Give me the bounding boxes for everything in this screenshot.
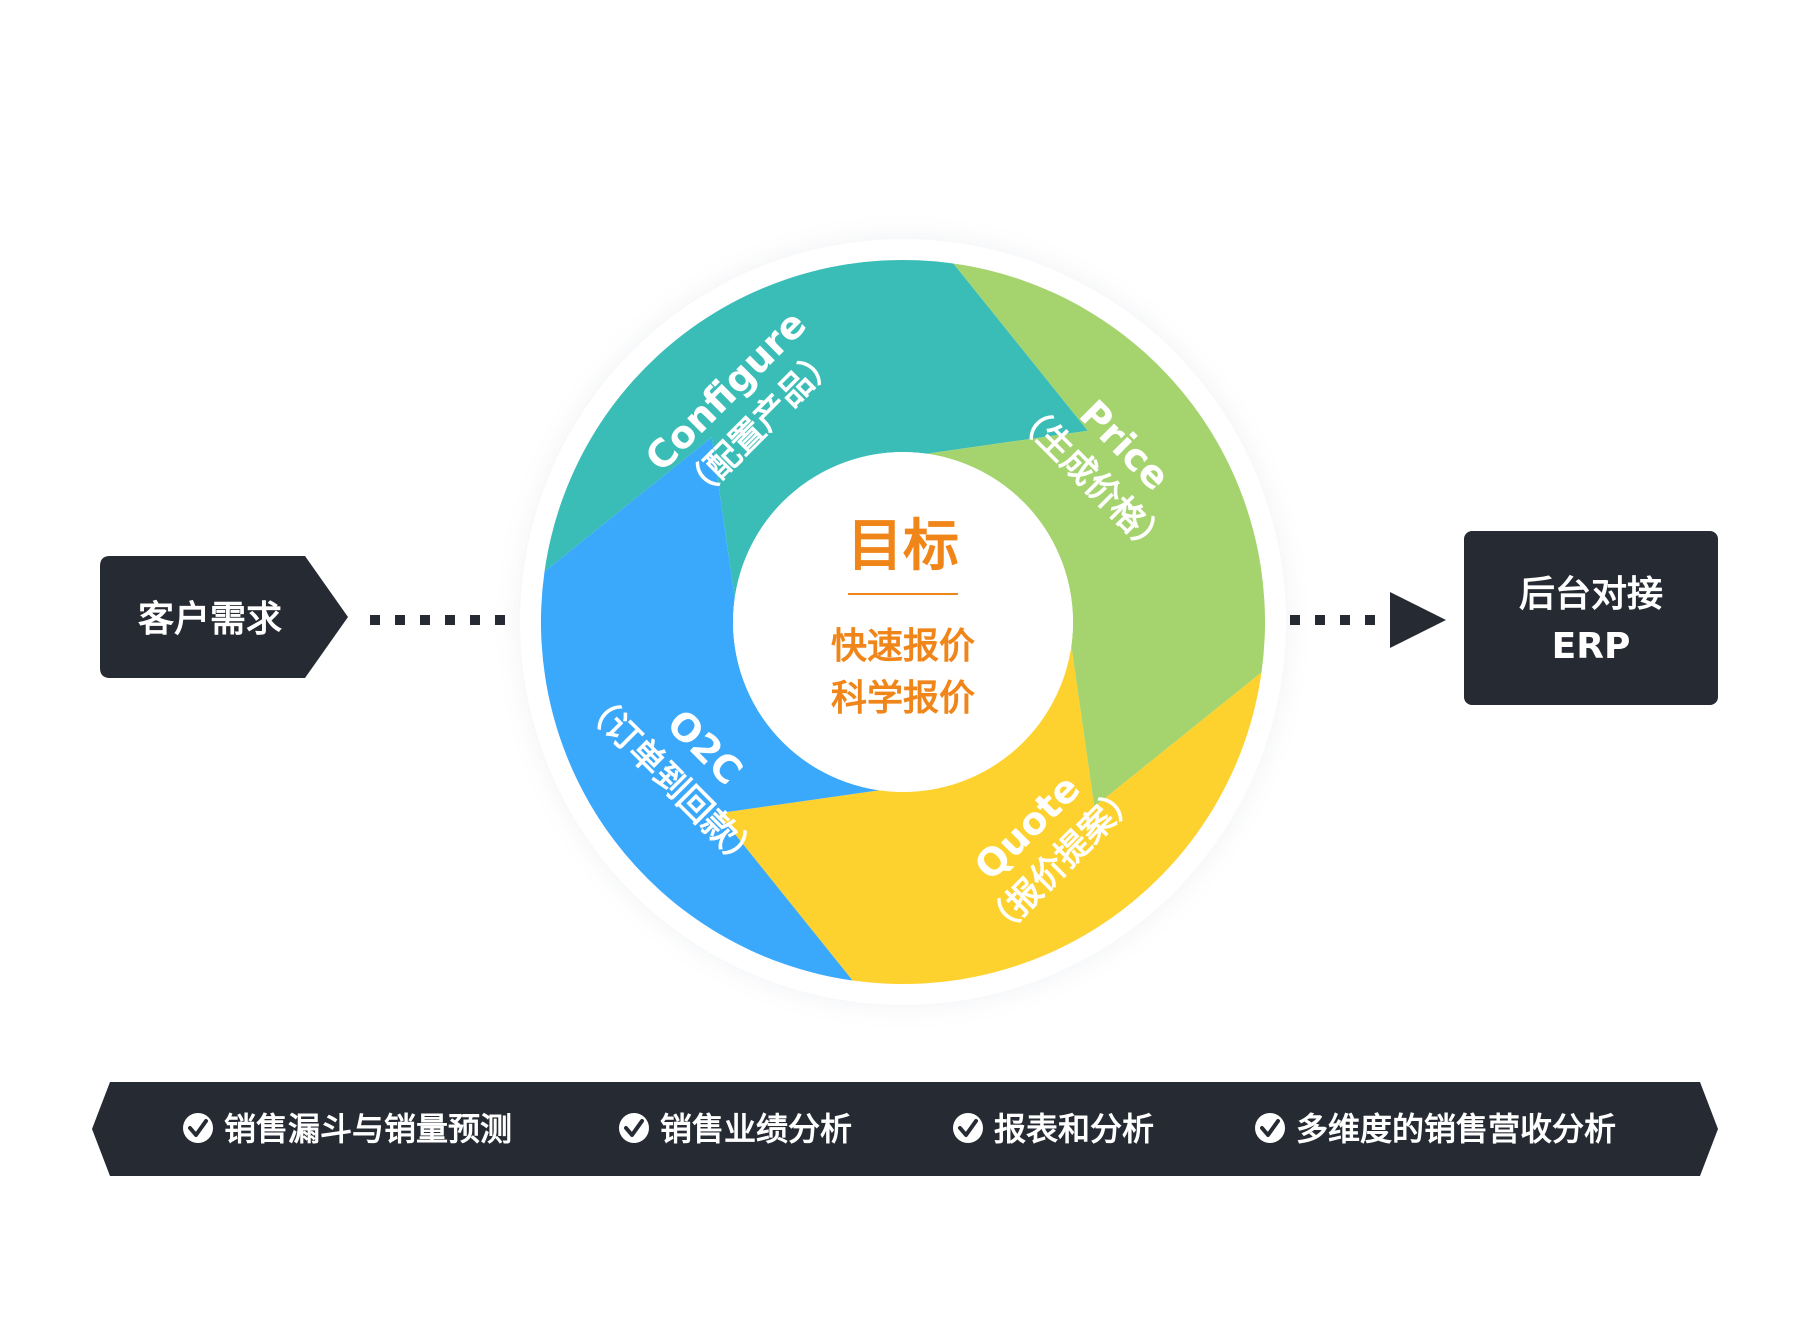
segment-configure	[544, 259, 1088, 599]
left-connector-dot	[445, 615, 455, 625]
feature-label: 多维度的销售营收分析	[1296, 1110, 1616, 1148]
feature-label: 销售业绩分析	[660, 1110, 852, 1148]
center-line-2: 科学报价	[831, 677, 975, 719]
center-line-1: 快速报价	[831, 626, 975, 667]
left-connector-dot	[470, 615, 480, 625]
check-circle-icon	[619, 1113, 649, 1143]
input-box-label: 客户需求	[138, 599, 282, 640]
right-connector-dot	[1290, 615, 1300, 625]
segment-o2c	[540, 437, 880, 981]
feature-label: 销售漏斗与销量预测	[224, 1110, 512, 1148]
center-circle	[733, 452, 1073, 792]
left-connector-dot	[370, 615, 380, 625]
check-circle-icon	[183, 1113, 213, 1143]
left-dotted-connector	[370, 615, 505, 625]
right-connector-dot	[1340, 615, 1350, 625]
feature-list: 销售漏斗与销量预测 销售业绩分析 报表和分析 多维度的销售营收分析	[183, 1110, 1616, 1148]
left-connector-dot	[420, 615, 430, 625]
segment-quote	[718, 645, 1262, 985]
right-dotted-connector	[1290, 615, 1375, 625]
input-box	[100, 556, 348, 678]
check-circle-icon	[1255, 1113, 1285, 1143]
check-circle-icon	[953, 1113, 983, 1143]
feature-banner	[92, 1082, 1718, 1176]
right-arrow-icon	[1390, 592, 1446, 648]
cycle-segments	[540, 259, 1266, 985]
left-connector-dot	[395, 615, 405, 625]
segment-price	[926, 263, 1266, 807]
output-box-line-2: ERP	[1552, 626, 1631, 667]
output-box	[1464, 531, 1718, 705]
left-connector-dot	[495, 615, 505, 625]
right-connector-dot	[1365, 615, 1375, 625]
feature-label: 报表和分析	[994, 1110, 1154, 1148]
right-connector-dot	[1315, 615, 1325, 625]
center-title: 目标	[847, 514, 959, 579]
output-box-line-1: 后台对接	[1519, 574, 1663, 615]
